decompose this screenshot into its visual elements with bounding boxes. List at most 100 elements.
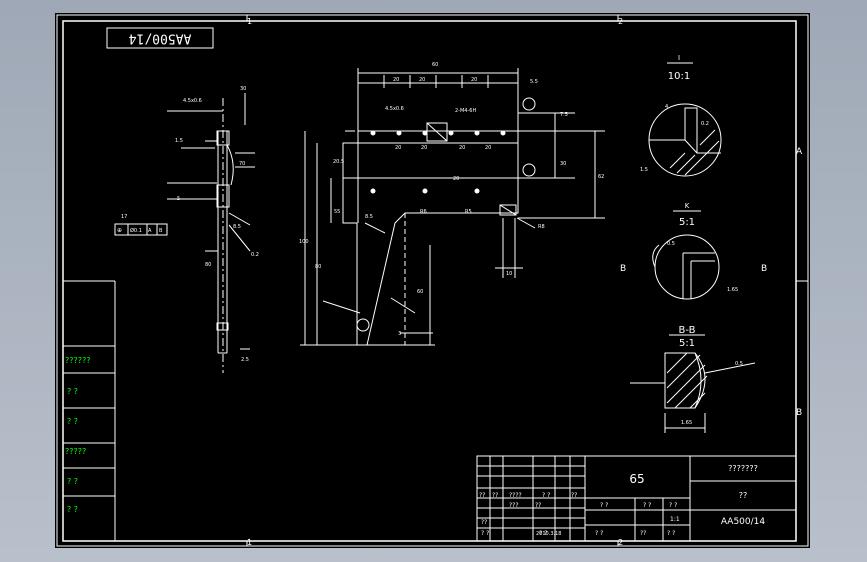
svg-text:? ?: ? ? [595, 530, 603, 537]
front-view [300, 68, 605, 346]
section-bb: B-B 5:1 1.65 0.5 [630, 325, 756, 433]
svg-text:8.5: 8.5 [233, 224, 241, 230]
section-mark-right: B [761, 264, 767, 274]
svg-text:20: 20 [419, 77, 425, 83]
svg-text:20: 20 [393, 77, 399, 83]
svg-text:30: 30 [240, 86, 246, 92]
svg-text:20: 20 [459, 145, 465, 151]
title-block-text: 65 ??????? ?? AA500/14 1:1 2010.3.18 ?? … [479, 464, 765, 537]
svg-text:80: 80 [205, 262, 211, 268]
zone-top-2: 2 [618, 17, 623, 26]
svg-text:20: 20 [395, 145, 401, 151]
svg-text:???: ??? [509, 502, 519, 509]
date-value: 2010.3.18 [536, 531, 561, 537]
section-mark-left: B [620, 264, 626, 274]
svg-text:60: 60 [432, 62, 438, 68]
svg-text:7.5: 7.5 [560, 112, 568, 118]
svg-text:4.5x0.6: 4.5x0.6 [183, 98, 202, 104]
svg-text:20: 20 [485, 145, 491, 151]
title-block [476, 455, 797, 542]
svg-text:1.5: 1.5 [640, 167, 648, 173]
svg-text:B-B: B-B [679, 325, 696, 336]
svg-text:R6: R6 [420, 209, 427, 215]
section-bb-scale: 5:1 [679, 338, 695, 349]
svg-text:30: 30 [560, 161, 566, 167]
svg-text:??: ?? [571, 492, 577, 499]
left-panel-cell-3: ? ? [67, 417, 78, 426]
drawing-sheet: 1 2 1 2 A B AA500/14 ?????? ? ? ? ? ????… [55, 13, 810, 548]
svg-text:60: 60 [417, 289, 423, 295]
side-view-dims: 30 4.5x0.6 1.5 70 5 17 8.5 0.2 80 2.5 ⊕ … [117, 86, 259, 363]
svg-text:4: 4 [665, 104, 668, 110]
svg-text:1.65: 1.65 [681, 420, 692, 426]
svg-text:10: 10 [506, 271, 512, 277]
svg-text:K: K [685, 202, 690, 210]
svg-text:0.5: 0.5 [735, 361, 743, 367]
svg-text:20.5: 20.5 [333, 159, 344, 165]
zone-right-a: A [796, 147, 803, 157]
unit-name: ?? [739, 491, 748, 500]
svg-text:I: I [678, 54, 680, 62]
tolerance-ref-b: B [159, 228, 163, 234]
svg-text:????: ???? [509, 492, 522, 499]
zone-top-1: 1 [247, 17, 252, 26]
svg-text:? ?: ? ? [643, 502, 651, 509]
svg-text:4.5x0.6: 4.5x0.6 [385, 106, 404, 112]
left-panel-cell-4: ????? [65, 447, 86, 456]
scale-value: 1:1 [670, 516, 680, 523]
svg-text:? ?: ? ? [542, 492, 550, 499]
front-view-dims: 60 20 20 20 5.5 4.5x0.6 2-M4-6H 7.5 20 2… [299, 62, 604, 337]
zone-bottom-1: 1 [247, 538, 252, 547]
svg-text:1.65: 1.65 [727, 287, 738, 293]
svg-text:20: 20 [453, 176, 459, 182]
svg-text:? ?: ? ? [669, 502, 677, 509]
drawing-code: AA500/14 [721, 517, 766, 527]
detail-i: I 10:1 4 0.2 1.5 [640, 54, 722, 177]
svg-text:??: ?? [481, 519, 487, 526]
drawing-canvas: 1 2 1 2 A B AA500/14 ?????? ? ? ? ? ????… [56, 14, 809, 547]
svg-text:0.5: 0.5 [667, 241, 675, 247]
svg-text:??: ?? [640, 530, 646, 537]
zone-bottom-2: 2 [618, 538, 623, 547]
svg-text:? ?: ? ? [481, 530, 489, 537]
svg-text:17: 17 [121, 214, 127, 220]
svg-text:62: 62 [598, 174, 604, 180]
svg-text:20: 20 [421, 145, 427, 151]
svg-text:100: 100 [299, 239, 309, 245]
svg-text:? ?: ? ? [539, 530, 547, 537]
material-label: 65 [629, 472, 644, 486]
svg-text:0.2: 0.2 [701, 121, 709, 127]
svg-text:2-M4-6H: 2-M4-6H [455, 108, 476, 114]
tolerance-ref-a: A [148, 228, 152, 234]
svg-text:??: ?? [479, 492, 485, 499]
drawing-number-box [106, 27, 214, 49]
svg-text:? ?: ? ? [600, 502, 608, 509]
svg-text:5.5: 5.5 [530, 79, 538, 85]
left-panel-cell-5: ? ? [67, 477, 78, 486]
tolerance-symbol: ⊕ [117, 227, 122, 234]
svg-text:0.2: 0.2 [251, 252, 259, 258]
detail-k: K 5:1 B B 0.5 1.65 [620, 202, 767, 300]
svg-text:??: ?? [535, 502, 541, 509]
svg-text:5: 5 [177, 196, 180, 202]
svg-text:20: 20 [471, 77, 477, 83]
side-view [114, 93, 255, 373]
svg-text:55: 55 [334, 209, 340, 215]
left-panel-cell-1: ?????? [65, 356, 90, 365]
left-panel: ?????? ? ? ? ? ????? ? ? ? ? [63, 280, 116, 541]
zone-right-b: B [796, 408, 802, 418]
svg-text:80: 80 [315, 264, 321, 270]
left-panel-cell-6: ? ? [67, 505, 78, 514]
svg-text:R5: R5 [465, 209, 472, 215]
svg-text:??: ?? [492, 492, 498, 499]
detail-k-scale: 5:1 [679, 217, 695, 228]
svg-text:3: 3 [398, 331, 401, 337]
svg-text:8.5: 8.5 [365, 214, 373, 220]
part-name: ??????? [728, 464, 758, 473]
svg-text:70: 70 [239, 161, 245, 167]
svg-text:2.5: 2.5 [241, 357, 249, 363]
left-panel-cell-2: ? ? [67, 387, 78, 396]
svg-text:R8: R8 [538, 224, 545, 230]
outer-border [56, 14, 809, 547]
